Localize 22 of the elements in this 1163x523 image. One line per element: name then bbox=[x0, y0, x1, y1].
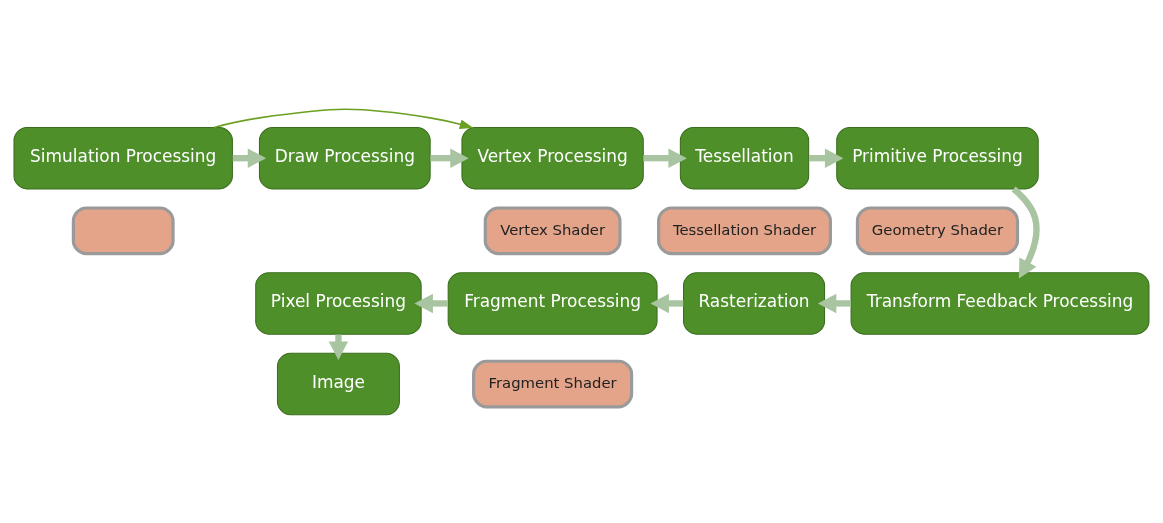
arrow bbox=[414, 293, 448, 313]
node-box: Rasterization bbox=[683, 271, 826, 335]
node-box: Image bbox=[276, 352, 400, 415]
node-box: Vertex Shader bbox=[483, 205, 622, 255]
node-box: Fragment Processing bbox=[447, 271, 658, 335]
node-box: Primitive Processing bbox=[836, 126, 1039, 189]
arrow bbox=[430, 147, 469, 168]
node-box: Geometry Shader bbox=[855, 205, 1020, 255]
arrow bbox=[213, 108, 474, 129]
arrow bbox=[1011, 186, 1040, 278]
arrow bbox=[817, 293, 852, 313]
node-box: Vertex Processing bbox=[461, 126, 644, 189]
node-box: Tessellation bbox=[679, 126, 810, 189]
arrow bbox=[643, 147, 687, 168]
node-box: Tessellation Shader bbox=[657, 205, 832, 255]
node-box bbox=[71, 205, 175, 255]
node-box: Simulation Processing bbox=[13, 126, 233, 189]
node-box: Draw Processing bbox=[258, 126, 431, 189]
node-box: Fragment Shader bbox=[472, 359, 634, 408]
node-box: Transform Feedback Processing bbox=[850, 271, 1150, 335]
node-box: Pixel Processing bbox=[255, 271, 422, 335]
arrow bbox=[808, 147, 844, 168]
